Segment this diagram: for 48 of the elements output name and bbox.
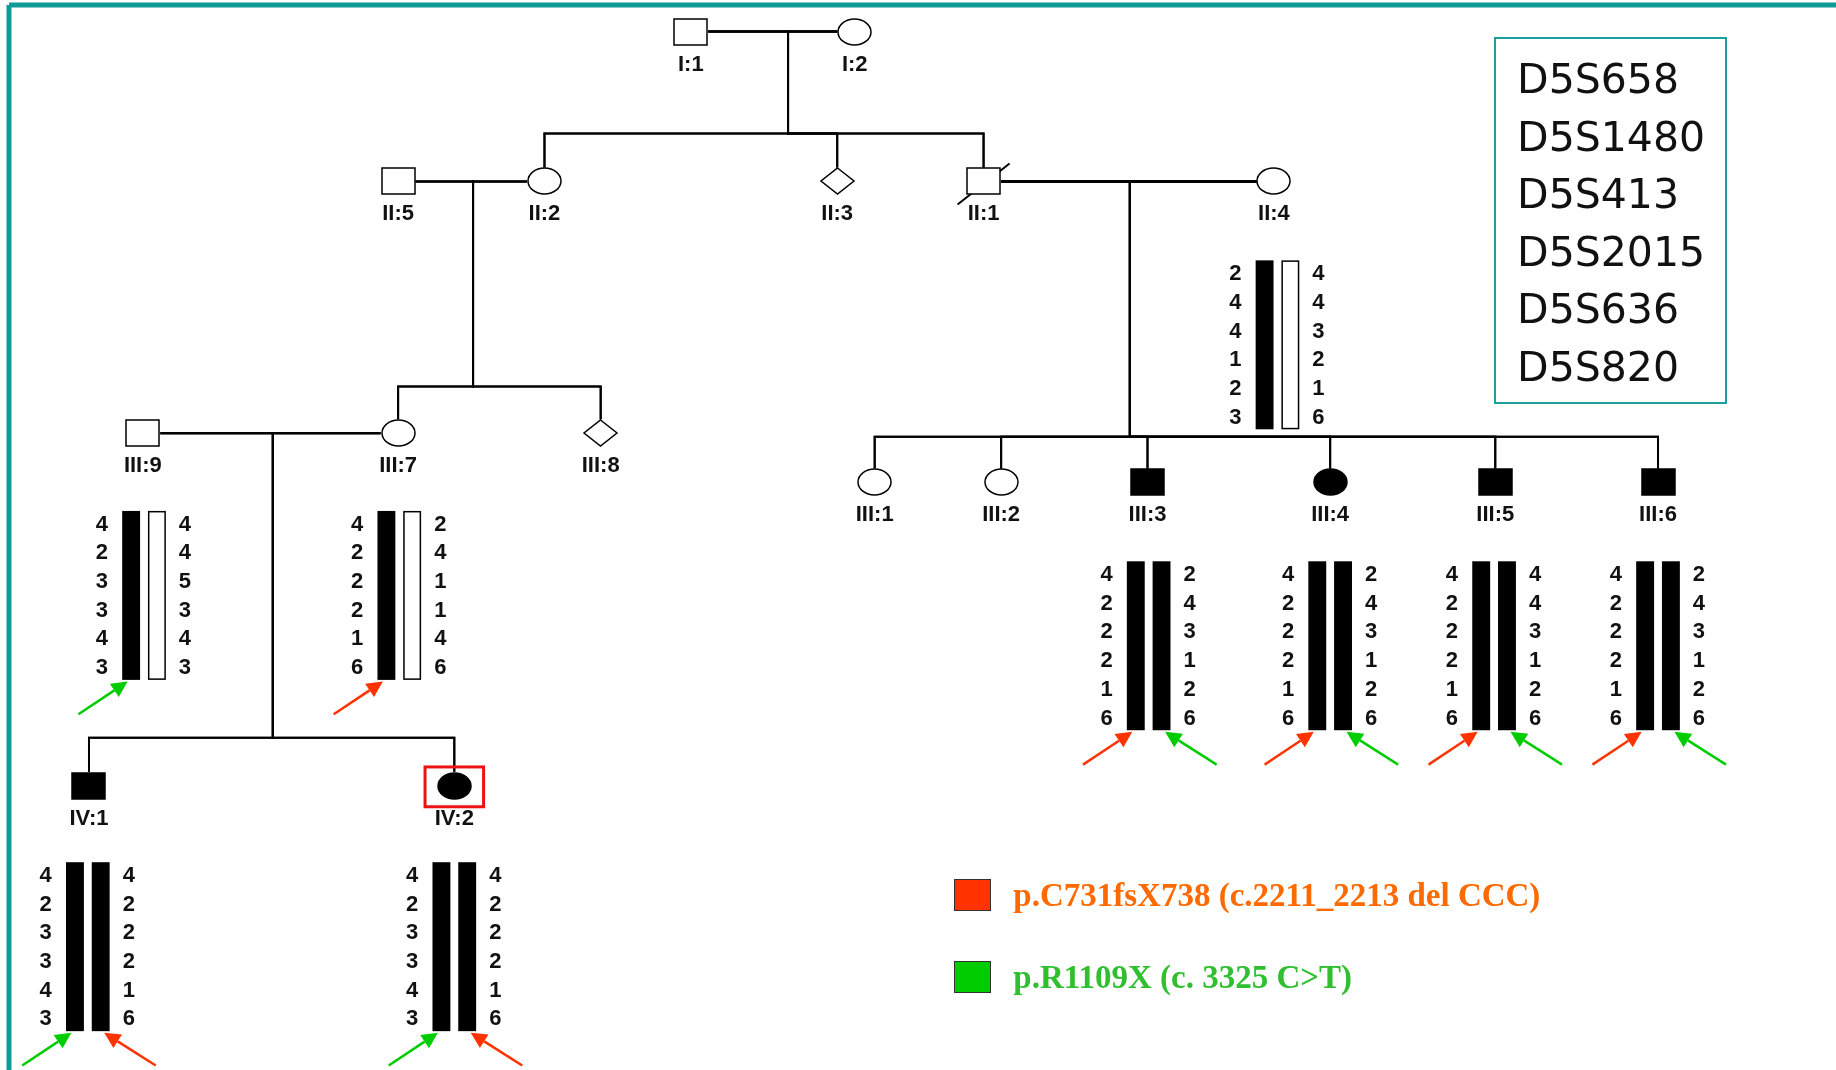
individual-id: III:3 [1128,502,1167,527]
individual-id: II:1 [967,201,1000,226]
individual-id: III:5 [1476,502,1515,527]
individual-id: I:2 [841,51,868,76]
allele-column: 2 4 1 1 4 6 [432,509,449,682]
allele-column: 2 4 3 1 2 6 [1363,560,1380,733]
allele-column: 4 2 2 2 1 6 [1607,560,1624,733]
allele-column: 4 2 2 2 1 6 [1280,560,1296,733]
pedigree-line [787,30,985,169]
individual-id: III:8 [581,453,620,478]
individual-id: II:2 [528,201,561,226]
individual-id: IV:1 [69,805,109,830]
individual-id: II:4 [1258,201,1290,226]
allele-column: 4 4 3 2 1 6 [1310,259,1327,432]
legend-text: p.C731fsX738 (c.2211_2213 del CCC) [1013,876,1541,914]
marker-name: D5S413 [1517,169,1680,221]
individual-id: II:3 [821,201,854,226]
allele-column: 2 4 3 1 2 6 [1691,560,1707,733]
individual-id: III:6 [1639,502,1677,527]
marker-name: D5S1480 [1517,111,1706,163]
individual-id: IV:2 [434,805,474,830]
allele-column: 4 2 2 2 1 6 [487,860,504,1034]
individual-id: III:9 [123,453,162,478]
marker-list-box [1494,37,1728,404]
individual-id: III:2 [982,502,1021,527]
individual-id: III:1 [855,502,894,527]
allele-column: 2 4 4 1 2 3 [1227,259,1244,432]
individual-id: III:4 [1311,502,1350,527]
individual-id: II:5 [382,201,414,226]
pedigree-line [271,432,456,773]
allele-column: 4 2 2 2 1 6 [120,860,137,1034]
allele-column: 4 4 3 1 2 6 [1527,560,1544,733]
allele-column: 2 4 3 1 2 6 [1181,560,1198,733]
marker-name: D5S658 [1517,54,1680,106]
pedigree-line [472,180,602,421]
allele-column: 4 4 5 3 4 3 [177,509,193,682]
marker-name: D5S636 [1517,284,1680,336]
allele-column: 4 2 2 2 1 6 [349,509,366,682]
allele-column: 4 2 3 3 4 3 [93,509,110,682]
allele-column: 4 2 3 3 4 3 [37,860,54,1034]
individual-id: III:7 [379,453,418,478]
allele-column: 4 2 3 3 4 3 [404,860,421,1034]
allele-column: 4 2 2 2 1 6 [1443,560,1460,733]
individual-id: I:1 [678,51,704,76]
marker-name: D5S2015 [1517,226,1706,278]
legend-text: p.R1109X (c. 3325 C>T) [1013,958,1352,996]
marker-name: D5S820 [1517,341,1680,393]
allele-column: 4 2 2 2 1 6 [1098,560,1115,733]
